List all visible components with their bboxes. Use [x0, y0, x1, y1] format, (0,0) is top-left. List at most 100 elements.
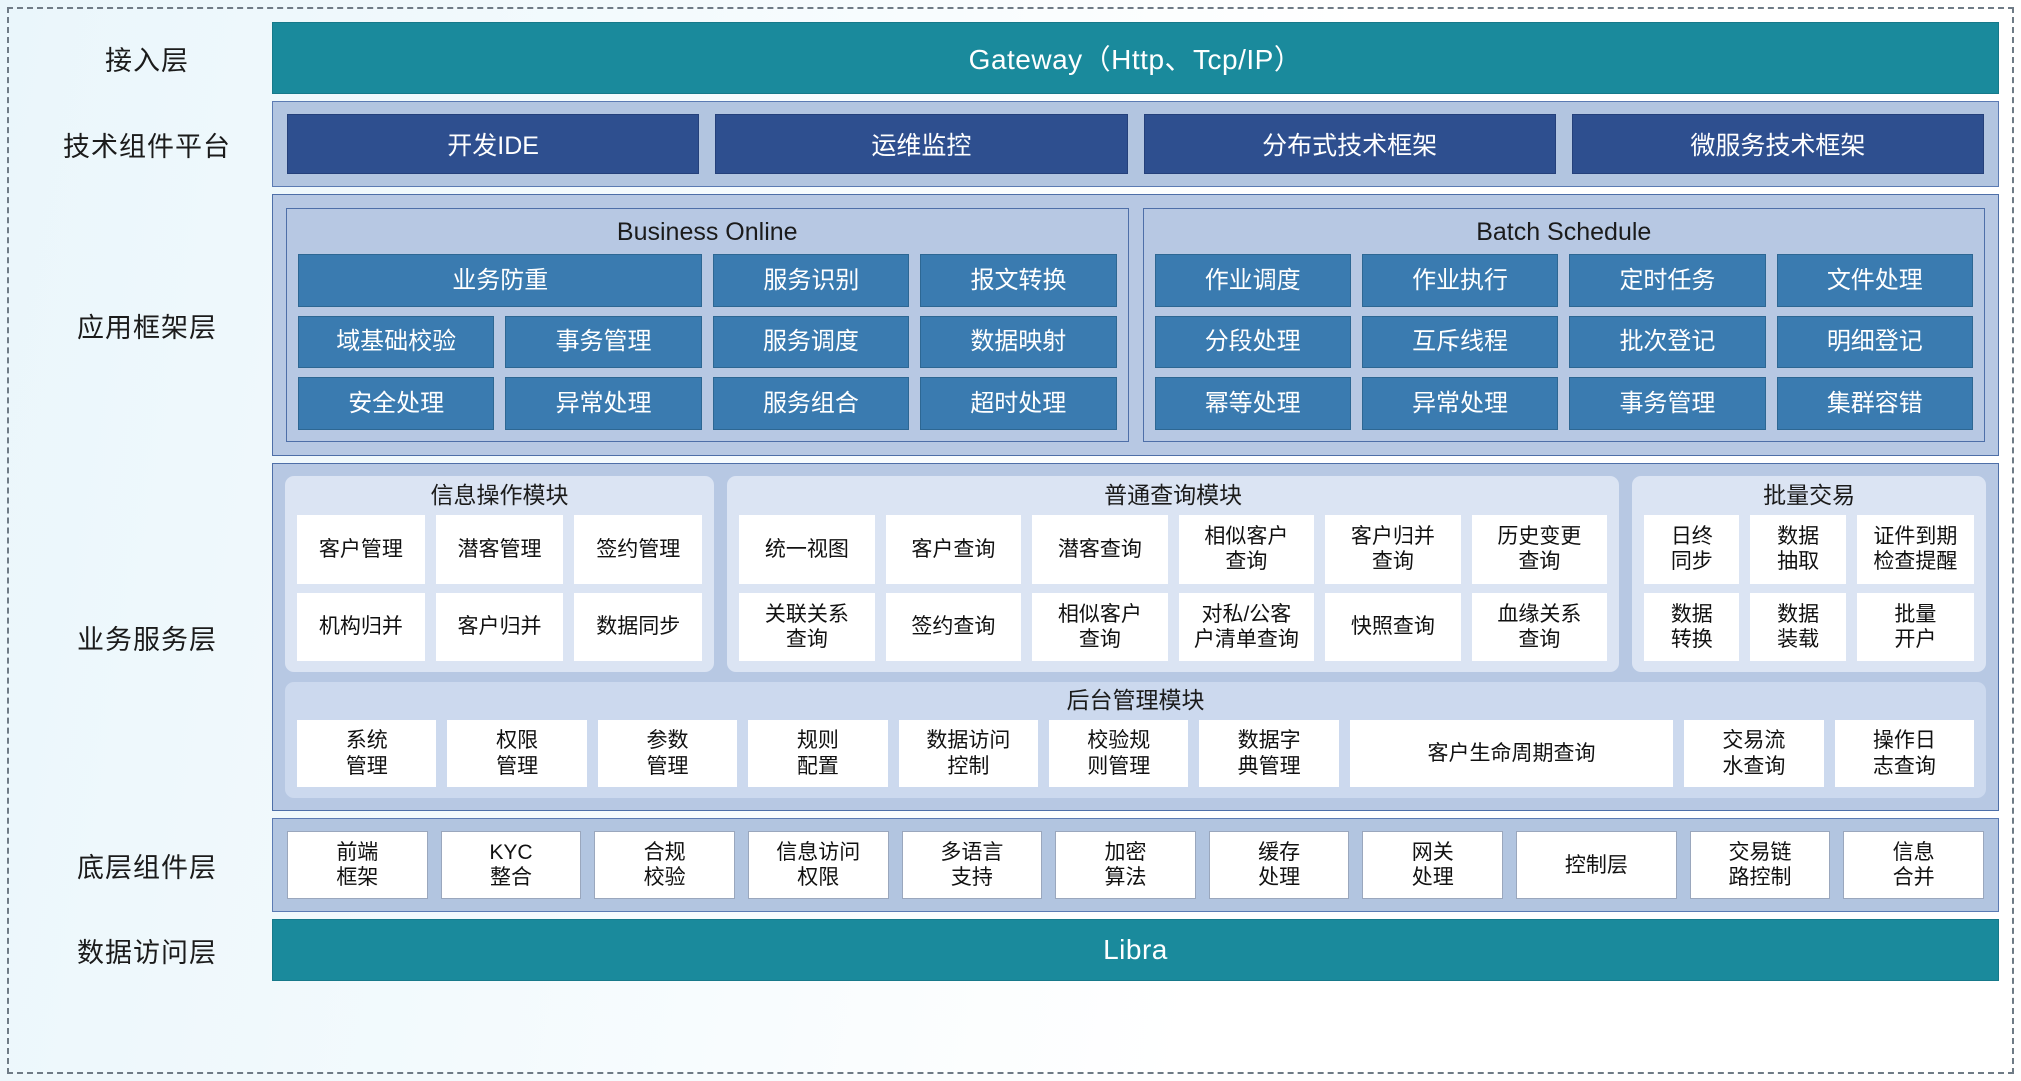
item-prospect-mgmt[interactable]: 潜客管理 — [435, 515, 564, 584]
chip-file-process[interactable]: 文件处理 — [1776, 254, 1973, 307]
item-contract-mgmt[interactable]: 签约管理 — [574, 515, 703, 584]
chip-job-schedule[interactable]: 作业调度 — [1154, 254, 1351, 307]
module-title-info-operation: 信息操作模块 — [430, 482, 569, 508]
item-data-dictionary-mgmt[interactable]: 数据字典管理 — [1199, 720, 1339, 787]
layer-label-base-component: 底层组件层 — [77, 852, 217, 883]
chip-detail-register[interactable]: 明细登记 — [1776, 315, 1973, 369]
chip-row: 域基础校验 事务管理 服务调度 数据映射 — [298, 315, 1117, 369]
item-cert-expiry-reminder[interactable]: 证件到期检查提醒 — [1856, 515, 1974, 584]
chip-service-composition[interactable]: 服务组合 — [712, 377, 910, 431]
item-data-load[interactable]: 数据装载 — [1750, 592, 1846, 661]
white-row: 统一视图 客户查询 潜客查询 相似客户查询 客户归并查询 历史变更查询 — [739, 515, 1608, 584]
item-data-sync[interactable]: 数据同步 — [574, 592, 703, 661]
chip-message-convert[interactable]: 报文转换 — [920, 254, 1117, 307]
chip-timeout-process[interactable]: 超时处理 — [920, 377, 1117, 431]
item-operation-log-query[interactable]: 操作日志查询 — [1834, 720, 1975, 787]
item-customer-merge[interactable]: 客户归并 — [435, 592, 564, 661]
item-data-transform[interactable]: 数据转换 — [1644, 592, 1740, 661]
module-general-query: 普通查询模块 统一视图 客户查询 潜客查询 相似客户查询 客户归并查询 历史变更… — [727, 476, 1620, 672]
tech-chip-distributed-framework[interactable]: 分布式技术框架 — [1143, 114, 1556, 174]
chip-row: 作业调度 作业执行 定时任务 文件处理 — [1154, 254, 1973, 307]
item-transaction-flow-query[interactable]: 交易流水查询 — [1684, 720, 1824, 787]
chip-batch-register[interactable]: 批次登记 — [1569, 315, 1766, 369]
layer-body-data-access: Libra — [272, 919, 1999, 982]
item-validation-rule-mgmt[interactable]: 校验规则管理 — [1049, 720, 1189, 787]
item-multilanguage-support[interactable]: 多语言支持 — [901, 831, 1043, 900]
chip-domain-basic-check[interactable]: 域基础校验 — [298, 315, 495, 369]
panel-title-business-online: Business Online — [616, 218, 798, 246]
item-info-access-permission[interactable]: 信息访问权限 — [747, 831, 889, 900]
white-rows: 日终同步 数据抽取 证件到期检查提醒 数据转换 数据装载 批量开户 — [1644, 515, 1974, 661]
layer-label-app-framework: 应用框架层 — [77, 312, 217, 343]
layer-label-business-service: 业务服务层 — [77, 624, 217, 655]
tech-chip-dev-ide[interactable]: 开发IDE — [287, 114, 700, 174]
item-permission-mgmt[interactable]: 权限管理 — [447, 720, 587, 787]
diagram-outer-border — [7, 7, 2014, 1074]
tech-chip-microservice-framework[interactable]: 微服务技术框架 — [1571, 114, 1984, 174]
chip-transaction-mgmt[interactable]: 事务管理 — [505, 315, 702, 369]
chip-service-identify[interactable]: 服务识别 — [713, 254, 910, 307]
item-relation-query[interactable]: 关联关系查询 — [739, 592, 875, 661]
item-transaction-chain-control[interactable]: 交易链路控制 — [1689, 831, 1831, 900]
item-data-access-control[interactable]: 数据访问控制 — [898, 720, 1039, 787]
chip-transaction-mgmt-batch[interactable]: 事务管理 — [1569, 377, 1766, 431]
item-data-extract[interactable]: 数据抽取 — [1750, 515, 1846, 584]
item-customer-lifecycle-query[interactable]: 客户生命周期查询 — [1349, 720, 1674, 787]
item-lineage-relation-query[interactable]: 血缘关系查询 — [1471, 592, 1608, 661]
chip-segment-process[interactable]: 分段处理 — [1154, 315, 1351, 369]
item-history-change-query[interactable]: 历史变更查询 — [1471, 515, 1608, 584]
item-customer-query[interactable]: 客户查询 — [885, 515, 1022, 584]
item-contract-query[interactable]: 签约查询 — [885, 592, 1022, 661]
layer-row-access: 接入层 Gateway（Http、Tcp/IP） — [22, 22, 1999, 94]
item-cache-process[interactable]: 缓存处理 — [1208, 831, 1350, 900]
item-prospect-query[interactable]: 潜客查询 — [1032, 515, 1168, 584]
white-row: 机构归并 客户归并 数据同步 — [297, 592, 703, 661]
item-snapshot-query[interactable]: 快照查询 — [1325, 592, 1461, 661]
item-frontend-framework[interactable]: 前端框架 — [287, 831, 428, 900]
module-admin-management: 后台管理模块 系统管理 权限管理 参数管理 规则配置 数据访问控制 校验规则管理… — [285, 682, 1986, 798]
chip-row: 分段处理 互斥线程 批次登记 明细登记 — [1154, 315, 1973, 369]
white-rows: 统一视图 客户查询 潜客查询 相似客户查询 客户归并查询 历史变更查询 关联关系… — [739, 515, 1608, 661]
chip-exception-process-batch[interactable]: 异常处理 — [1361, 377, 1559, 431]
chip-mutex-thread[interactable]: 互斥线程 — [1361, 315, 1559, 369]
libra-bar[interactable]: Libra — [272, 919, 1999, 982]
item-rule-config[interactable]: 规则配置 — [748, 720, 888, 787]
chip-timed-task[interactable]: 定时任务 — [1569, 254, 1766, 307]
chip-business-dedup[interactable]: 业务防重 — [298, 254, 703, 307]
item-eod-sync[interactable]: 日终同步 — [1644, 515, 1740, 584]
item-unified-view[interactable]: 统一视图 — [739, 515, 875, 584]
chip-row: 安全处理 异常处理 服务组合 超时处理 — [298, 377, 1117, 431]
item-customer-mgmt[interactable]: 客户管理 — [297, 515, 425, 584]
item-parameter-mgmt[interactable]: 参数管理 — [597, 720, 738, 787]
chip-security-process[interactable]: 安全处理 — [298, 377, 495, 431]
tech-chip-ops-monitor[interactable]: 运维监控 — [715, 114, 1128, 174]
gateway-bar[interactable]: Gateway（Http、Tcp/IP） — [272, 22, 1999, 94]
chip-data-mapping[interactable]: 数据映射 — [920, 315, 1117, 369]
chip-job-execute[interactable]: 作业执行 — [1361, 254, 1559, 307]
business-service-panel: 信息操作模块 客户管理 潜客管理 签约管理 机构归并 客户归并 — [272, 463, 1999, 811]
item-customer-merge-query[interactable]: 客户归并查询 — [1325, 515, 1461, 584]
chip-exception-process-online[interactable]: 异常处理 — [505, 377, 702, 431]
item-control-layer[interactable]: 控制层 — [1516, 831, 1677, 900]
item-encryption-algorithm[interactable]: 加密算法 — [1055, 831, 1196, 900]
layer-label-data-access: 数据访问层 — [77, 937, 217, 968]
item-org-merge[interactable]: 机构归并 — [297, 592, 425, 661]
item-similar-customer-query-2[interactable]: 相似客户查询 — [1032, 592, 1168, 661]
chip-service-schedule[interactable]: 服务调度 — [712, 315, 910, 369]
panel-title-batch-schedule: Batch Schedule — [1476, 218, 1652, 246]
item-gateway-process[interactable]: 网关处理 — [1362, 831, 1504, 900]
white-row: 关联关系查询 签约查询 相似客户查询 对私/公客户清单查询 快照查询 血缘关系查… — [739, 592, 1608, 661]
item-private-public-customer-list-query[interactable]: 对私/公客户清单查询 — [1178, 592, 1315, 661]
item-compliance-check[interactable]: 合规校验 — [594, 831, 735, 900]
chip-row: 幂等处理 异常处理 事务管理 集群容错 — [1154, 377, 1973, 431]
chip-grid-business-online: 业务防重 服务识别 报文转换 域基础校验 事务管理 服务调度 数据映射 — [298, 254, 1117, 431]
chip-cluster-fault-tolerance[interactable]: 集群容错 — [1776, 377, 1973, 431]
item-batch-account-open[interactable]: 批量开户 — [1856, 592, 1974, 661]
item-info-merge[interactable]: 信息合并 — [1843, 831, 1984, 900]
chip-idempotent-process[interactable]: 幂等处理 — [1154, 377, 1351, 431]
white-row: 数据转换 数据装载 批量开户 — [1644, 592, 1974, 661]
item-system-mgmt[interactable]: 系统管理 — [297, 720, 437, 787]
item-similar-customer-query-1[interactable]: 相似客户查询 — [1178, 515, 1315, 584]
